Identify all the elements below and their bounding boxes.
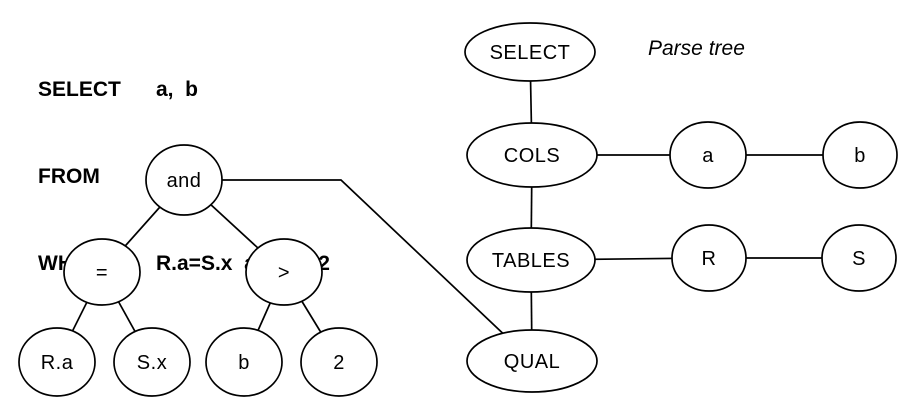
parse-tree-caption: Parse tree (648, 37, 745, 60)
parse-node-tables: TABLES (466, 227, 596, 293)
parse-node-qual: QUAL (466, 329, 598, 393)
sql-line-select: SELECT a, b (38, 75, 330, 104)
expr-node-and-label: and (167, 170, 202, 192)
parse-node-table-r: R (671, 224, 747, 292)
parse-node-select-label: SELECT (490, 42, 571, 64)
parse-node-cols-label: COLS (504, 145, 560, 167)
parse-node-table-s: S (821, 224, 897, 292)
expr-node-ra: R.a (18, 327, 96, 397)
expr-node-and: and (145, 144, 223, 216)
expr-node-gt-label: > (278, 262, 290, 284)
parse-node-col-a: a (669, 121, 747, 189)
parse-node-table-s-label: S (852, 248, 866, 270)
expr-node-sx-label: S.x (137, 352, 167, 374)
parse-node-select: SELECT (464, 22, 596, 82)
parse-node-tables-label: TABLES (492, 250, 570, 272)
parse-node-qual-label: QUAL (504, 351, 560, 373)
expr-node-sx: S.x (113, 327, 191, 397)
expr-node-b: b (205, 327, 283, 397)
parse-node-col-b-label: b (854, 145, 866, 167)
parse-node-col-a-label: a (702, 145, 714, 167)
expr-node-b-label: b (238, 352, 250, 374)
expr-node-two: 2 (300, 327, 378, 397)
parse-node-col-b: b (822, 121, 898, 189)
edge-and-qual (184, 179, 533, 362)
expr-node-ra-label: R.a (41, 352, 74, 374)
expr-node-gt: > (245, 238, 323, 306)
parse-node-cols: COLS (466, 122, 598, 188)
expr-node-eq: = (63, 238, 141, 306)
expr-node-two-label: 2 (333, 352, 345, 374)
sql-keyword: FROM (38, 165, 100, 188)
parse-node-table-r-label: R (702, 248, 717, 270)
sql-keyword: SELECT (38, 78, 121, 101)
expr-node-eq-label: = (96, 262, 108, 284)
sql-args: a, b (156, 78, 199, 101)
